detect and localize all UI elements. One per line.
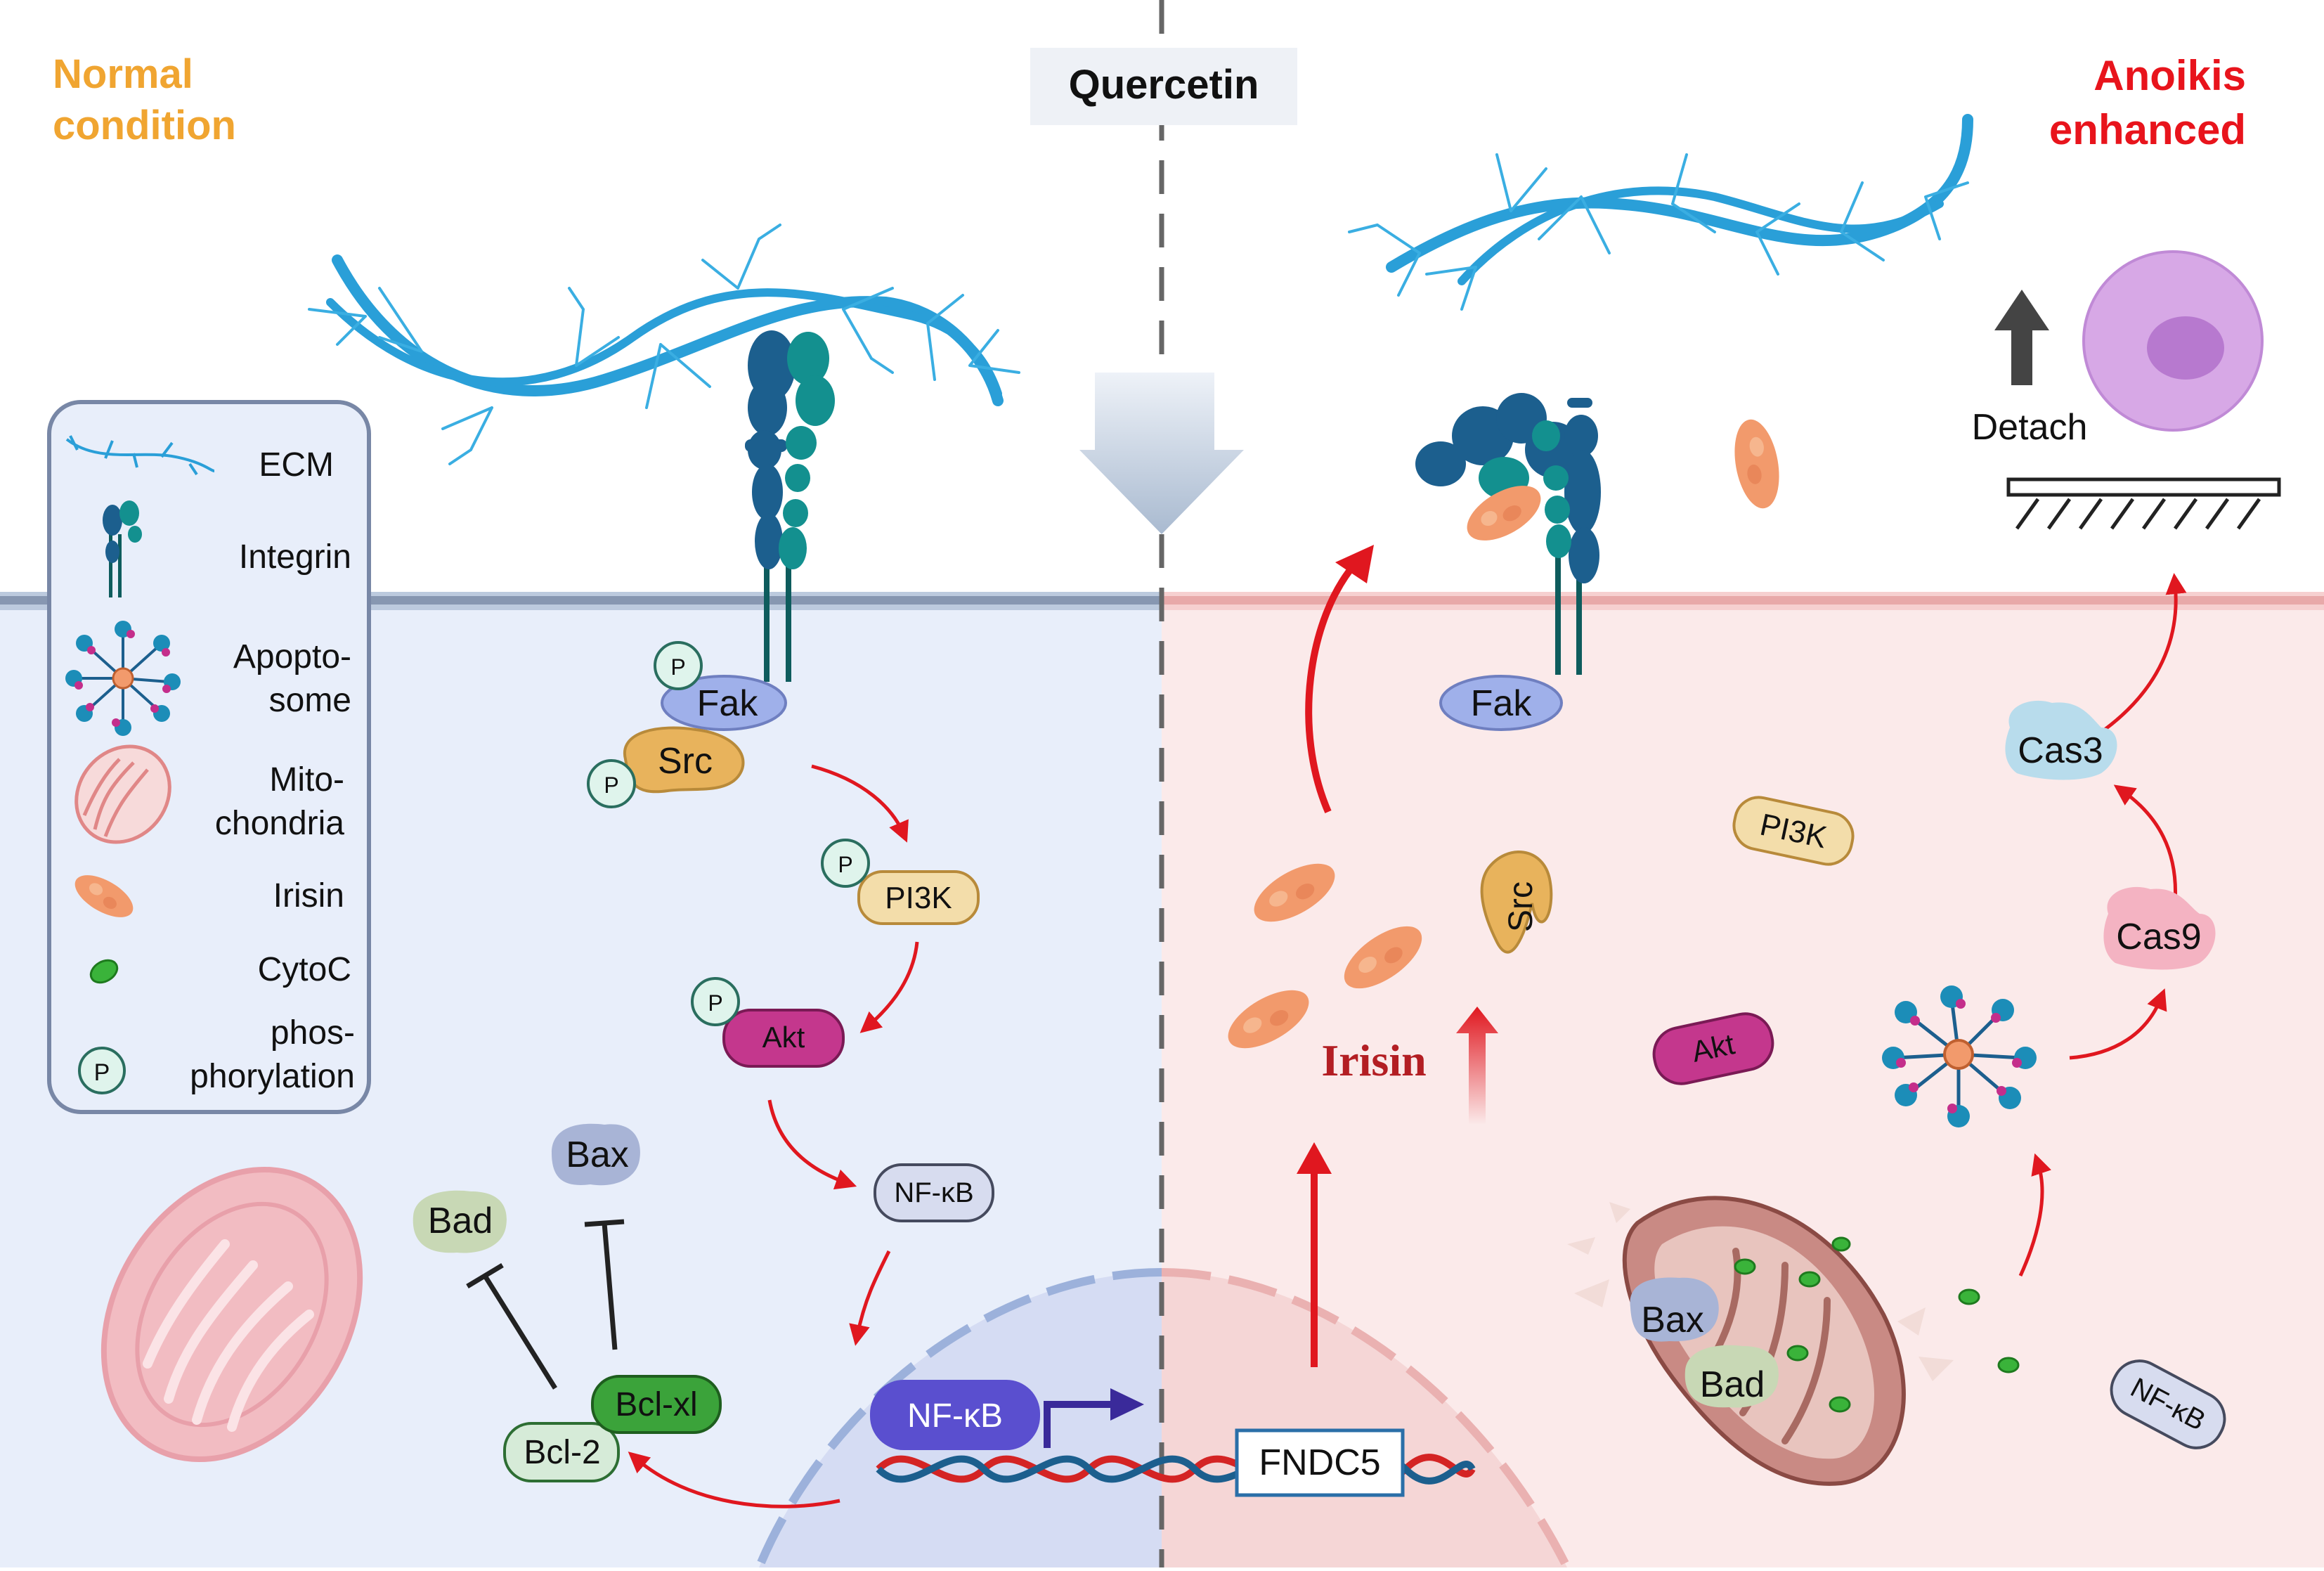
bax-right: Bax bbox=[1630, 1277, 1719, 1342]
legend-mitochondria-2: chondria bbox=[215, 805, 344, 842]
bad-left: Bad bbox=[413, 1190, 507, 1253]
anoikis-enhanced-title-2: enhanced bbox=[2049, 106, 2246, 153]
cas3-right: Cas3 bbox=[2005, 700, 2117, 780]
svg-text:Bad: Bad bbox=[1700, 1364, 1765, 1405]
svg-text:NF-κB: NF-κB bbox=[907, 1397, 1003, 1435]
legend-ecm: ECM bbox=[259, 446, 334, 484]
svg-text:Bax: Bax bbox=[566, 1134, 629, 1175]
irisin-label: Irisin bbox=[1321, 1035, 1426, 1085]
svg-text:Src: Src bbox=[658, 741, 713, 782]
detach-label: Detach bbox=[1972, 407, 2088, 448]
fak-right: Fak bbox=[1439, 675, 1563, 731]
src-left: Src P bbox=[587, 726, 745, 808]
fak-left: Fak P bbox=[654, 641, 787, 731]
ecm-fiber-left bbox=[308, 224, 1020, 465]
svg-text:P: P bbox=[604, 772, 618, 798]
left-pathway: Fak P Src P PI3K P Akt P NF-κB bbox=[100, 641, 1476, 1508]
svg-text:Bcl-xl: Bcl-xl bbox=[615, 1386, 697, 1423]
headers: Normal condition Quercetin Anoikis enhan… bbox=[53, 48, 2246, 153]
right-arrows bbox=[1297, 545, 2187, 1367]
legend-apoptosome-1: Apopto- bbox=[233, 638, 351, 675]
mitochondria-legend-icon bbox=[74, 744, 171, 844]
legend-phosphorylation-1: phos- bbox=[271, 1014, 355, 1052]
mitochondria-left bbox=[100, 1166, 363, 1463]
svg-text:Cas9: Cas9 bbox=[2116, 917, 2201, 957]
fndc5-gene: FNDC5 bbox=[1235, 1428, 1405, 1497]
nuclear-envelope-left bbox=[755, 1268, 1162, 1570]
integrin-left bbox=[745, 330, 835, 682]
nuclear-envelope-right bbox=[1161, 1268, 1571, 1570]
src-right: Src bbox=[1480, 851, 1553, 954]
anoikis-enhanced-title-1: Anoikis bbox=[2093, 52, 2246, 99]
cytoc-legend-icon bbox=[89, 959, 119, 984]
legend-cytoc: CytoC bbox=[258, 951, 351, 988]
svg-text:PI3K: PI3K bbox=[885, 881, 952, 915]
irisin-legend-icon bbox=[74, 875, 134, 917]
svg-text:FNDC5: FNDC5 bbox=[1259, 1442, 1380, 1483]
svg-text:Akt: Akt bbox=[762, 1021, 805, 1054]
svg-text:Bcl-2: Bcl-2 bbox=[524, 1434, 600, 1471]
svg-text:Bax: Bax bbox=[1641, 1300, 1704, 1340]
bax-left: Bax bbox=[552, 1123, 640, 1186]
akt-left: Akt P bbox=[691, 977, 845, 1068]
legend-irisin: Irisin bbox=[273, 877, 344, 914]
svg-text:P: P bbox=[708, 990, 722, 1016]
substrate-surface bbox=[2006, 477, 2281, 530]
ecm-fiber-right bbox=[1348, 114, 1973, 311]
svg-text:Fak: Fak bbox=[697, 683, 759, 724]
pi3k-left: PI3K P bbox=[821, 839, 980, 925]
legend-integrin: Integrin bbox=[239, 538, 351, 576]
bad-right: Bad bbox=[1684, 1345, 1779, 1408]
nfkb-left: NF-κB bbox=[874, 1163, 994, 1222]
legend-apoptosome-2: some bbox=[269, 682, 351, 719]
normal-condition-title-2: condition bbox=[53, 103, 236, 148]
bclxl-left: Bcl-xl bbox=[591, 1375, 722, 1434]
legend-panel: ECM Integrin Apo bbox=[47, 400, 371, 1114]
svg-text:Cas3: Cas3 bbox=[2018, 730, 2103, 771]
detached-cell bbox=[2082, 250, 2264, 432]
bcl2-left: Bcl-2 bbox=[503, 1422, 620, 1482]
left-arrows bbox=[628, 764, 919, 1508]
pi3k-right: PI3K bbox=[1732, 796, 1855, 866]
phosphorylation-legend-icon bbox=[78, 1047, 126, 1094]
right-pathway: Fak Src PI3K Akt NF-κB Irisin bbox=[1228, 250, 2281, 1497]
legend-box bbox=[47, 400, 371, 1114]
svg-text:NF-κB: NF-κB bbox=[894, 1177, 973, 1208]
legend-phosphorylation-2: phorylation bbox=[190, 1058, 355, 1095]
svg-text:Fak: Fak bbox=[1471, 683, 1533, 724]
mitochondria-damaged bbox=[1567, 1196, 2020, 1486]
nfkb-nucleus: NF-κB bbox=[870, 1380, 1144, 1450]
detach-up-arrow bbox=[1994, 290, 2049, 385]
quercetin-label: Quercetin bbox=[1069, 62, 1259, 108]
apoptosome-right bbox=[1882, 985, 2037, 1127]
svg-text:P: P bbox=[670, 654, 685, 680]
svg-text:P: P bbox=[838, 852, 852, 877]
normal-condition-title-1: Normal bbox=[53, 51, 193, 97]
inhibition-lines bbox=[466, 1219, 625, 1390]
quercetin-arrow bbox=[1079, 373, 1244, 534]
akt-right: Akt bbox=[1652, 1012, 1774, 1085]
cas9-right: Cas9 bbox=[2103, 886, 2216, 970]
ecm-legend-icon bbox=[65, 435, 215, 476]
svg-text:Src: Src bbox=[1502, 881, 1540, 932]
integrin-legend-icon bbox=[103, 500, 142, 597]
legend-mitochondria-1: Mito- bbox=[269, 761, 344, 799]
right-membrane-line bbox=[1162, 596, 2324, 605]
legend-p-mark: P bbox=[94, 1059, 110, 1086]
svg-text:Bad: Bad bbox=[428, 1201, 493, 1241]
quercetin-label-box bbox=[1030, 48, 1297, 125]
irisin-increase-arrow bbox=[1456, 1007, 1498, 1125]
irisin-molecules bbox=[1228, 419, 1779, 1049]
integrin-right bbox=[1415, 393, 1601, 675]
apoptosome-legend-icon bbox=[65, 621, 181, 736]
